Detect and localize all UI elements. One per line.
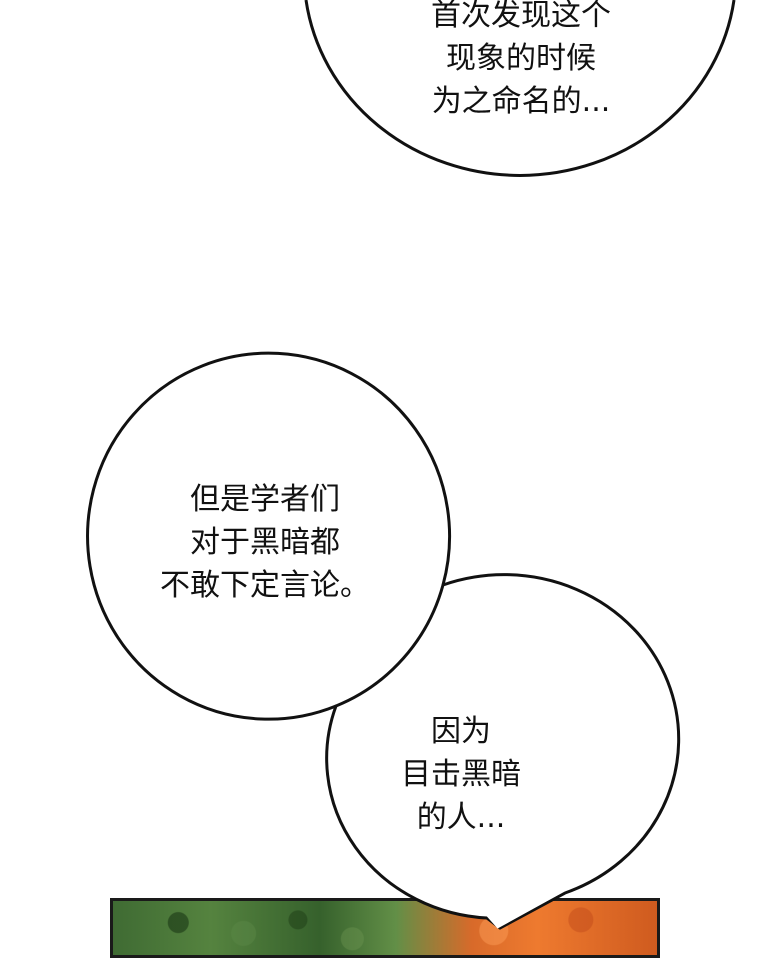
bubble-bottom-text: 因为 目击黑暗 的人...	[376, 710, 546, 839]
bubble-top-line-1: 首次发现这个	[431, 0, 611, 33]
bubble-middle-line-2: 对于黑暗都	[190, 525, 340, 560]
speech-bubble-bottom	[325, 573, 681, 930]
bubble-top-line-2: 现象的时候	[446, 41, 596, 76]
speech-bubble-bottom-tail-cover	[481, 887, 566, 929]
bubble-middle-text: 但是学者们 对于黑暗都 不敢下定言论。	[125, 478, 405, 607]
bubble-middle-line-3: 不敢下定言论。	[160, 568, 370, 603]
bubble-bottom-line-1: 因为	[431, 714, 491, 749]
bubble-top-line-3: 为之命名的...	[431, 84, 611, 119]
bubble-middle-line-1: 但是学者们	[190, 482, 340, 517]
bubble-bottom-line-3: 的人...	[416, 800, 506, 835]
bubble-bottom-line-2: 目击黑暗	[401, 757, 521, 792]
speech-bubble-middle	[86, 351, 451, 721]
bubble-top-text: 首次发现这个 现象的时候 为之命名的...	[406, 0, 636, 123]
speech-bubble-top	[304, 0, 736, 177]
